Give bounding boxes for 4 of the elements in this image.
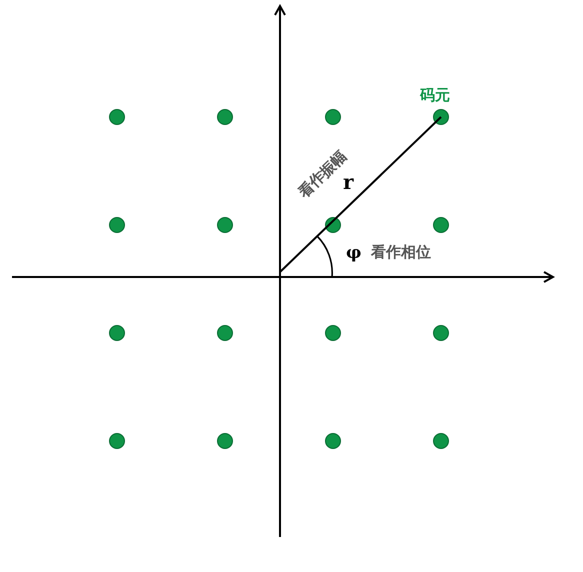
radius-symbol: r [343, 172, 354, 192]
phase-label: 看作相位 [371, 245, 431, 260]
phase-symbol: φ [346, 245, 362, 262]
point-label: 码元 [420, 88, 450, 103]
